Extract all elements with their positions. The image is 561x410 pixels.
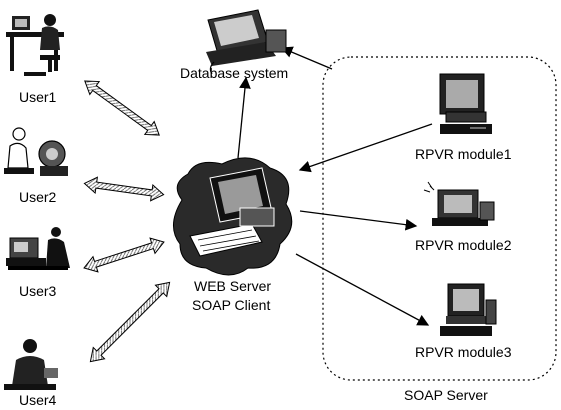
user4-label: User4 bbox=[19, 392, 57, 408]
user1-label: User1 bbox=[19, 89, 57, 105]
user2-link-arrow bbox=[83, 176, 165, 202]
web-server-label: WEB Server bbox=[194, 278, 271, 294]
user3-label: User3 bbox=[19, 283, 57, 299]
user4-link-arrow bbox=[89, 281, 171, 363]
soap-client-label: SOAP Client bbox=[192, 297, 270, 313]
database-system-icon bbox=[206, 9, 287, 75]
webserver-to-database-arrow bbox=[237, 76, 251, 159]
web-server-icon bbox=[173, 157, 293, 276]
rpvr-module1-label: RPVR module1 bbox=[415, 146, 512, 162]
rpvr1-to-webserver-arrow bbox=[298, 123, 433, 173]
rpvr-module3-icon bbox=[440, 283, 497, 336]
user1-at-desk-icon bbox=[6, 14, 64, 76]
user2-with-device-icon bbox=[4, 127, 68, 176]
soap-server-label: SOAP Server bbox=[404, 387, 488, 403]
soap-server-boundary bbox=[322, 56, 557, 381]
database-system-label: Database system bbox=[180, 65, 288, 81]
webserver-to-rpvr3-arrow bbox=[295, 253, 430, 326]
rpvr-module2-icon bbox=[423, 181, 495, 226]
user2-label: User2 bbox=[19, 189, 57, 205]
user3-with-device-icon bbox=[6, 227, 70, 270]
soapserver-to-database-arrow bbox=[280, 46, 333, 70]
user1-link-arrow bbox=[84, 80, 160, 136]
rpvr-module3-label: RPVR module3 bbox=[415, 344, 512, 360]
user4-at-desk-icon bbox=[4, 339, 58, 390]
webserver-to-rpvr2-arrow bbox=[299, 210, 418, 231]
rpvr-module2-label: RPVR module2 bbox=[415, 237, 512, 253]
rpvr-module1-icon bbox=[439, 73, 492, 134]
user3-link-arrow bbox=[83, 237, 165, 273]
